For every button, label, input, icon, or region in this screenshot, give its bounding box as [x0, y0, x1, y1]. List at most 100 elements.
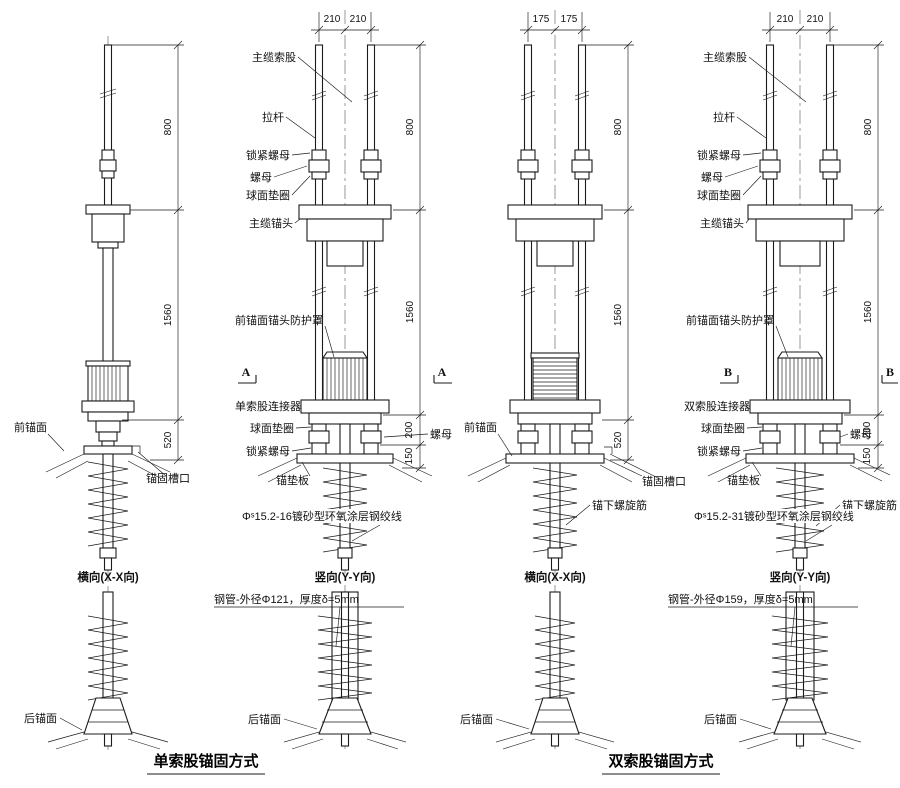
- callouts: 前锚面 锚固槽口 后锚面 横向(X-X向): [14, 420, 190, 731]
- dim-210: 210: [324, 14, 341, 25]
- top-dim: 210 210: [762, 12, 838, 42]
- front-face-lines: [707, 457, 891, 483]
- label-lock-nut: 锁紧螺母: [697, 444, 741, 458]
- rear-face-lines: [495, 731, 615, 750]
- dim-175: 175: [533, 14, 550, 25]
- top-dim: 175 175: [520, 12, 590, 42]
- label-main-cable-strand: 主缆索股: [703, 50, 747, 64]
- plate-stack-lines: [777, 709, 823, 723]
- label-nut: 螺母: [850, 428, 872, 441]
- dim-800: 800: [613, 118, 624, 135]
- plate-stack-lines: [535, 709, 575, 723]
- dim-1560: 1560: [613, 303, 624, 326]
- section-mark-a: A: [438, 365, 447, 379]
- label-rear-anchor-face: 后锚面: [704, 712, 737, 726]
- title-double-strand-anchorage: 双索股锚固方式: [608, 752, 713, 770]
- dim-210: 210: [777, 14, 794, 25]
- text-mask: [240, 509, 412, 523]
- spiral-rebar-drawing: [534, 615, 576, 701]
- label-anchor-bearing-plate: 锚垫板: [276, 473, 309, 487]
- spiral-rebar-drawing: [317, 615, 373, 701]
- label-nut: 螺母: [430, 428, 452, 441]
- label-rear-anchor-face: 后锚面: [24, 711, 57, 725]
- rod-break-marks: [520, 90, 590, 297]
- callouts: 前锚面 锚固槽口 锚下螺旋筋 后锚面 横向(X-X向): [460, 420, 686, 730]
- cover-hatch: [326, 358, 364, 400]
- label-spherical-washer: 球面垫圈: [246, 188, 290, 202]
- label-spherical-washer: 球面垫圈: [701, 421, 745, 435]
- label-single-strand-connector: 单索股连接器: [235, 399, 301, 413]
- label-nut: 螺母: [250, 171, 272, 184]
- rod-break-marks: [99, 88, 117, 99]
- dim-800: 800: [405, 118, 416, 135]
- dim-1560: 1560: [405, 300, 416, 323]
- rear-face-lines: [738, 731, 862, 750]
- assembly-geometry: [257, 44, 433, 750]
- section-mark-b: B: [724, 365, 732, 379]
- dim-1560: 1560: [863, 300, 874, 323]
- rod-break-marks: [762, 90, 838, 297]
- label-pipe-single: 钢管-外径Φ121，厚度δ=5mm: [214, 592, 359, 606]
- dim-210: 210: [350, 14, 367, 25]
- label-lock-nut: 锁紧螺母: [246, 444, 290, 458]
- label-strand-single: Φˢ15.2-16镀砂型环氧涂层钢绞线: [242, 509, 402, 523]
- dim-200: 200: [404, 421, 415, 438]
- dim-chain: 800 1560 200 150: [834, 40, 884, 473]
- label-lock-nut: 锁紧螺母: [246, 148, 290, 162]
- label-lock-nut: 锁紧螺母: [697, 148, 741, 162]
- text-mask: [692, 509, 866, 523]
- label-spherical-washer: 球面垫圈: [250, 421, 294, 435]
- section-marks: B B: [720, 365, 898, 384]
- label-pipe-double: 钢管-外径Φ159，厚度δ=5mm: [668, 592, 813, 606]
- spiral-rebar-drawing: [532, 467, 578, 553]
- label-anchor-slot: 锚固槽口: [146, 471, 190, 485]
- label-tie-rod: 拉杆: [262, 110, 284, 124]
- assembly-geometry: [707, 44, 891, 750]
- dim-800: 800: [863, 118, 874, 135]
- plate-stack-lines: [88, 709, 128, 723]
- label-front-anchor-face: 前锚面: [14, 420, 47, 434]
- dim-520: 520: [613, 431, 624, 448]
- callouts: 主缆索股 拉杆 锁紧螺母 螺母 球面垫圈 主缆锚头 前锚面锚头防护罩 单索股连接…: [214, 50, 452, 730]
- assembly-geometry: [45, 44, 171, 750]
- dim-1560: 1560: [163, 303, 174, 326]
- dim-175: 175: [561, 14, 578, 25]
- title-single-strand-anchorage: 单索股锚固方式: [153, 752, 258, 770]
- label-rear-anchor-face: 后锚面: [248, 712, 281, 726]
- label-strand-double: Φˢ15.2-31镀砂型环氧涂层钢绞线: [694, 509, 854, 523]
- dim-210: 210: [807, 14, 824, 25]
- view-label-yy: 竖向(Y-Y向): [315, 570, 376, 584]
- label-spiral-rebar: 锚下螺旋筋: [842, 498, 897, 512]
- label-anchor-bearing-plate: 锚垫板: [727, 473, 760, 487]
- cover-hatch: [91, 366, 121, 401]
- spiral-rebar-drawing: [771, 615, 829, 701]
- dim-150: 150: [862, 447, 873, 464]
- view-single-xx: 800 1560 520 前锚面 锚固槽口 后锚面 横向(X-X向): [14, 36, 190, 752]
- label-spherical-washer: 球面垫圈: [697, 188, 741, 202]
- view-label-xx: 横向(X-X向): [524, 570, 585, 584]
- cover-hatch: [781, 358, 819, 400]
- label-main-cable-strand: 主缆索股: [252, 50, 296, 64]
- spiral-rebar-drawing: [87, 615, 129, 701]
- label-nut: 螺母: [701, 171, 723, 184]
- label-double-strand-connector: 双索股连接器: [684, 399, 750, 413]
- view-label-xx: 横向(X-X向): [77, 570, 138, 584]
- dim-chain: 800 1560 520: [586, 40, 634, 465]
- plate-stack-lines: [322, 709, 368, 723]
- front-face-lines: [257, 457, 433, 483]
- dim-520: 520: [163, 431, 174, 448]
- top-dim: 210 210: [311, 12, 379, 42]
- callouts: 主缆索股 拉杆 锁紧螺母 螺母 球面垫圈 主缆锚头 前锚面锚头防护罩 双索股连接…: [668, 50, 897, 730]
- dim-chain: 800 1560 200 150: [375, 40, 426, 473]
- label-spiral-rebar: 锚下螺旋筋: [592, 498, 647, 512]
- dim-chain: 800 1560 520: [112, 40, 184, 465]
- assembly-geometry: [467, 44, 643, 750]
- drawing-titles: 单索股锚固方式 双索股锚固方式: [147, 752, 720, 775]
- dim-200: 200: [862, 421, 873, 438]
- label-anchor-slot: 锚固槽口: [642, 474, 686, 488]
- label-front-anchor-head-cover: 前锚面锚头防护罩: [686, 313, 774, 327]
- label-front-anchor-head-cover: 前锚面锚头防护罩: [235, 313, 323, 327]
- section-mark-b: B: [886, 365, 894, 379]
